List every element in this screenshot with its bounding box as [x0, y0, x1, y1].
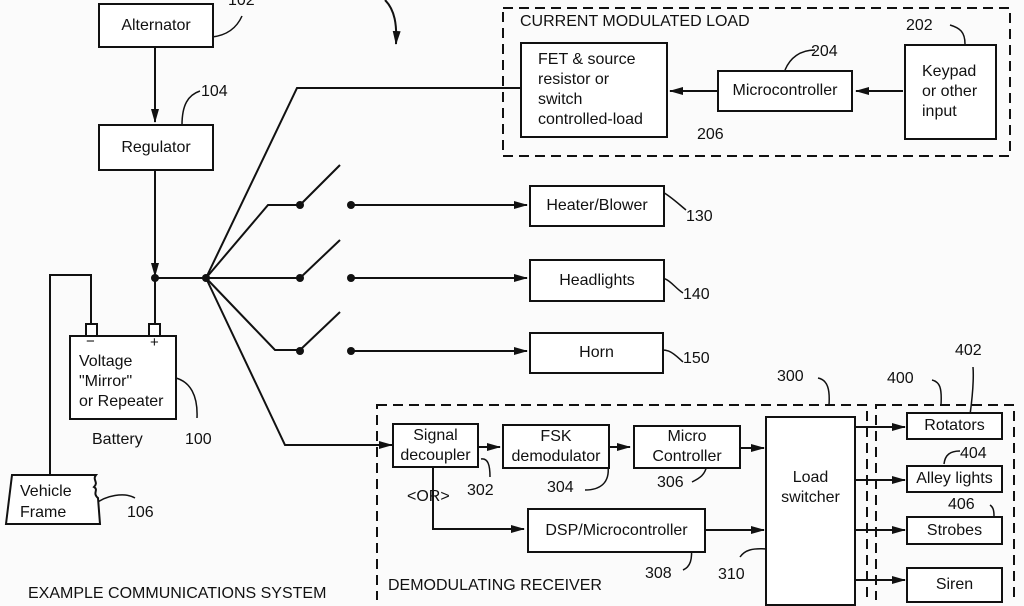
- alley-lights-block: Alley lights: [906, 465, 1003, 493]
- alternator-block: Alternator: [98, 3, 214, 48]
- ref-308: 308: [645, 565, 672, 582]
- ref-100: 100: [185, 431, 212, 448]
- regulator-block: Regulator: [98, 124, 214, 171]
- rotators-block: Rotators: [906, 412, 1003, 440]
- alley-lights-label: Alley lights: [916, 470, 993, 487]
- wire-to-fet: [205, 87, 520, 279]
- vehicle-frame-shape: [4, 474, 102, 525]
- headlights-block: Headlights: [529, 259, 665, 302]
- keypad-block: Keypad or other input: [904, 44, 997, 140]
- alternator-label: Alternator: [121, 16, 191, 34]
- battery-label: Voltage "Mirror" or Repeater: [79, 352, 164, 410]
- headlights-label: Headlights: [559, 271, 635, 289]
- ref-202: 202: [906, 17, 933, 34]
- heater-blower-block: Heater/Blower: [529, 185, 665, 227]
- horn-label: Horn: [579, 344, 614, 361]
- battery-positive-sign: +: [150, 334, 159, 351]
- ref-302: 302: [467, 482, 494, 499]
- microcontroller-block: Microcontroller: [717, 70, 853, 112]
- ref-300: 300: [777, 368, 804, 385]
- rotators-label: Rotators: [924, 417, 985, 434]
- heater-blower-label: Heater/Blower: [546, 197, 648, 214]
- region-loads: [875, 404, 1015, 600]
- figure-caption: EXAMPLE COMMUNICATIONS SYSTEM: [28, 585, 327, 602]
- dsp-microcontroller-block: DSP/Microcontroller: [527, 508, 706, 553]
- ref-404: 404: [960, 445, 987, 462]
- ref-140: 140: [683, 286, 710, 303]
- ref-130: 130: [686, 208, 713, 225]
- dsp-microcontroller-label: DSP/Microcontroller: [545, 521, 688, 539]
- ref-304: 304: [547, 479, 574, 496]
- siren-block: Siren: [906, 567, 1003, 603]
- ref-310: 310: [718, 566, 745, 583]
- strobes-block: Strobes: [906, 516, 1003, 545]
- fet-label: FET & source resistor or switch controll…: [538, 51, 643, 128]
- battery-caption: Battery: [92, 431, 143, 448]
- load-switcher-block: Load switcher: [765, 416, 856, 606]
- ref-106: 106: [127, 504, 154, 521]
- siren-label: Siren: [935, 576, 974, 593]
- region-demodulating-receiver: [376, 404, 868, 600]
- region-current-modulated-load: [502, 7, 1011, 157]
- ref-102: 102: [228, 0, 255, 9]
- ref-406: 406: [948, 496, 975, 513]
- junction-dots: [151, 201, 355, 355]
- micro-controller-label: Micro Controller: [652, 428, 722, 465]
- signal-decoupler-label: Signal decoupler: [400, 426, 471, 464]
- vehicle-frame-label: Vehicle Frame: [20, 483, 72, 521]
- ref-306: 306: [657, 474, 684, 491]
- battery-negative-sign: −: [86, 333, 95, 350]
- demodulating-receiver-title: DEMODULATING RECEIVER: [388, 577, 602, 594]
- keypad-label: Keypad or other input: [922, 63, 978, 120]
- ref-400: 400: [887, 370, 914, 387]
- regulator-label: Regulator: [121, 138, 191, 156]
- strobes-label: Strobes: [926, 521, 983, 539]
- load-switcher-label: Load switcher: [781, 469, 840, 506]
- ref-150: 150: [683, 350, 710, 367]
- fet-block: FET & source resistor or switch controll…: [520, 42, 668, 138]
- or-label: <OR>: [407, 488, 450, 505]
- micro-controller-block: Micro Controller: [633, 425, 741, 469]
- current-modulated-load-title: CURRENT MODULATED LOAD: [520, 13, 750, 30]
- ref-104: 104: [201, 83, 228, 100]
- fsk-demodulator-label: FSK demodulator: [511, 427, 601, 465]
- ref-402: 402: [955, 342, 982, 359]
- microcontroller-label: Microcontroller: [732, 82, 838, 99]
- wire-to-receiver: [205, 277, 393, 449]
- wire-ground: [49, 274, 92, 475]
- ref-206: 206: [697, 126, 724, 143]
- battery-block: Voltage "Mirror" or Repeater: [69, 335, 177, 420]
- horn-block: Horn: [529, 332, 664, 374]
- fsk-demodulator-block: FSK demodulator: [502, 424, 610, 469]
- signal-decoupler-block: Signal decoupler: [392, 423, 479, 468]
- ref-204: 204: [811, 43, 838, 60]
